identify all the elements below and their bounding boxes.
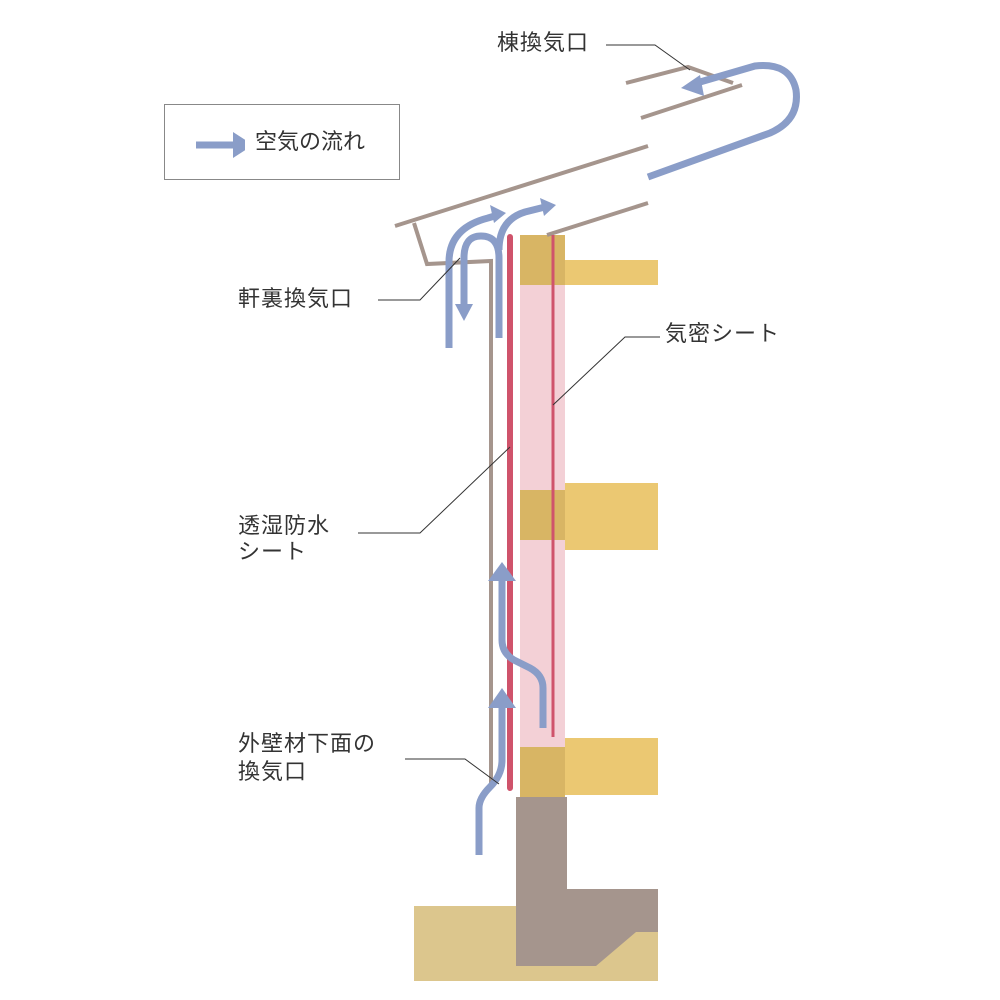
airflow-eave-up [495,203,546,251]
roof-inner [546,201,649,237]
label-eave-vent: 軒裏換気口 [238,287,354,312]
mid-beam [565,483,658,550]
label-airtight-sheet: 気密シート [665,322,781,347]
arrowhead-eave-outer [490,205,506,223]
label-breathable-sheet-1: 透湿防水 [238,514,331,539]
arrowhead-eave-down [455,304,473,321]
label-breathable-sheet-2: シート [238,540,308,565]
airflow-wall-mid [498,578,547,728]
airflow-eave-outer [445,211,500,348]
label-ridge-vent: 棟換気口 [497,31,590,56]
arrowhead-wall-upper [488,562,516,581]
ridge-lower [640,83,743,120]
arrowhead-ridge [681,75,704,96]
arrowhead-wall-lower [488,688,516,708]
arrow-right-icon [196,132,245,158]
label-wall-bottom-vent-2: 換気口 [238,760,308,785]
leader-ridge-vent [606,44,691,71]
leader-eave-vent [378,257,461,301]
foundation [516,797,658,966]
leader-breathable-sheet [358,446,511,534]
airflow-wall-bottom [475,700,506,855]
top-beam [565,260,658,285]
leader-wall-bottom-vent [405,758,500,785]
mid-plate [520,490,565,540]
airflow-eave-inner [460,232,503,338]
sill-plate [520,747,565,797]
leader-airtight-sheet [552,336,660,406]
floor-beam [565,738,658,795]
top-plate [520,235,565,285]
legend: 空気の流れ [164,104,400,180]
label-wall-bottom-vent-1: 外壁材下面の [238,732,377,757]
arrowhead-eave-up [540,198,556,216]
roof-outer [394,144,649,228]
legend-label: 空気の流れ [255,130,366,155]
eave-soffit [412,222,493,785]
airflow-ridge [646,62,800,181]
